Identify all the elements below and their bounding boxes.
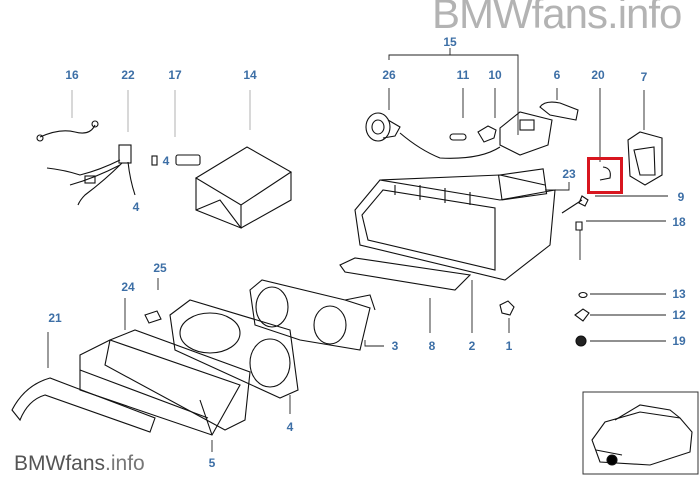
- label-2[interactable]: 2: [468, 339, 476, 353]
- part-4-bezel: [169, 299, 299, 399]
- label-9[interactable]: 9: [677, 190, 685, 204]
- label-10[interactable]: 10: [488, 68, 502, 82]
- part-6: [539, 101, 579, 121]
- part-25: [144, 310, 162, 324]
- label-18[interactable]: 18: [672, 215, 686, 229]
- part-18: [575, 221, 583, 231]
- label-25[interactable]: 25: [153, 261, 167, 275]
- part-22-harness: [46, 144, 136, 206]
- label-4-harness[interactable]: 4: [132, 200, 140, 214]
- label-20[interactable]: 20: [591, 68, 605, 82]
- label-7[interactable]: 7: [640, 70, 648, 84]
- label-4-bezel[interactable]: 4: [286, 420, 294, 434]
- label-21[interactable]: 21: [48, 311, 62, 325]
- label-16[interactable]: 16: [65, 68, 79, 82]
- part-10: [477, 125, 497, 143]
- part-20-clip: [599, 166, 611, 181]
- part-8-strip: [339, 257, 472, 291]
- label-26[interactable]: 26: [382, 68, 396, 82]
- label-13[interactable]: 13: [672, 287, 686, 301]
- label-6[interactable]: 6: [553, 68, 561, 82]
- label-15[interactable]: 15: [443, 35, 457, 49]
- highlight-box-part-20: [587, 157, 623, 194]
- label-22[interactable]: 22: [121, 68, 135, 82]
- part-16-cable: [39, 124, 96, 138]
- leader-lines: [47, 48, 668, 452]
- car-thumbnail: [582, 391, 699, 475]
- part-19: [575, 335, 587, 347]
- part-1: [499, 300, 515, 316]
- watermark-brand: BMWfans: [14, 452, 106, 475]
- label-12[interactable]: 12: [672, 308, 686, 322]
- part-26: [365, 112, 391, 142]
- part-23: [497, 168, 548, 201]
- part-17: [175, 154, 201, 166]
- label-3[interactable]: 3: [391, 339, 399, 353]
- part-3-projector: [249, 279, 376, 351]
- part-11: [449, 133, 467, 141]
- label-24[interactable]: 24: [121, 280, 135, 294]
- label-4-small[interactable]: 4: [162, 154, 170, 168]
- part-2-housing: [354, 168, 556, 281]
- part-5-lens: [79, 339, 241, 436]
- watermark-top: BMWfans.info: [432, 0, 682, 37]
- label-19[interactable]: 19: [672, 334, 686, 348]
- part-21-trim: [11, 377, 156, 433]
- part-12: [574, 308, 590, 322]
- label-1[interactable]: 1: [505, 339, 513, 353]
- part-24-gasket: [104, 329, 251, 431]
- watermark-bottom: BMWfans.info: [14, 452, 145, 476]
- label-17[interactable]: 17: [168, 68, 182, 82]
- part-7: [627, 131, 663, 186]
- watermark-suffix: .info: [105, 452, 145, 475]
- part-13: [578, 291, 588, 299]
- label-8[interactable]: 8: [428, 339, 436, 353]
- label-5[interactable]: 5: [208, 456, 216, 470]
- part-15-ballast: [499, 111, 553, 156]
- label-14[interactable]: 14: [243, 68, 257, 82]
- label-11[interactable]: 11: [456, 68, 470, 82]
- label-23[interactable]: 23: [562, 167, 576, 181]
- part-14-box: [194, 146, 293, 229]
- part-9-bulb: [561, 195, 589, 214]
